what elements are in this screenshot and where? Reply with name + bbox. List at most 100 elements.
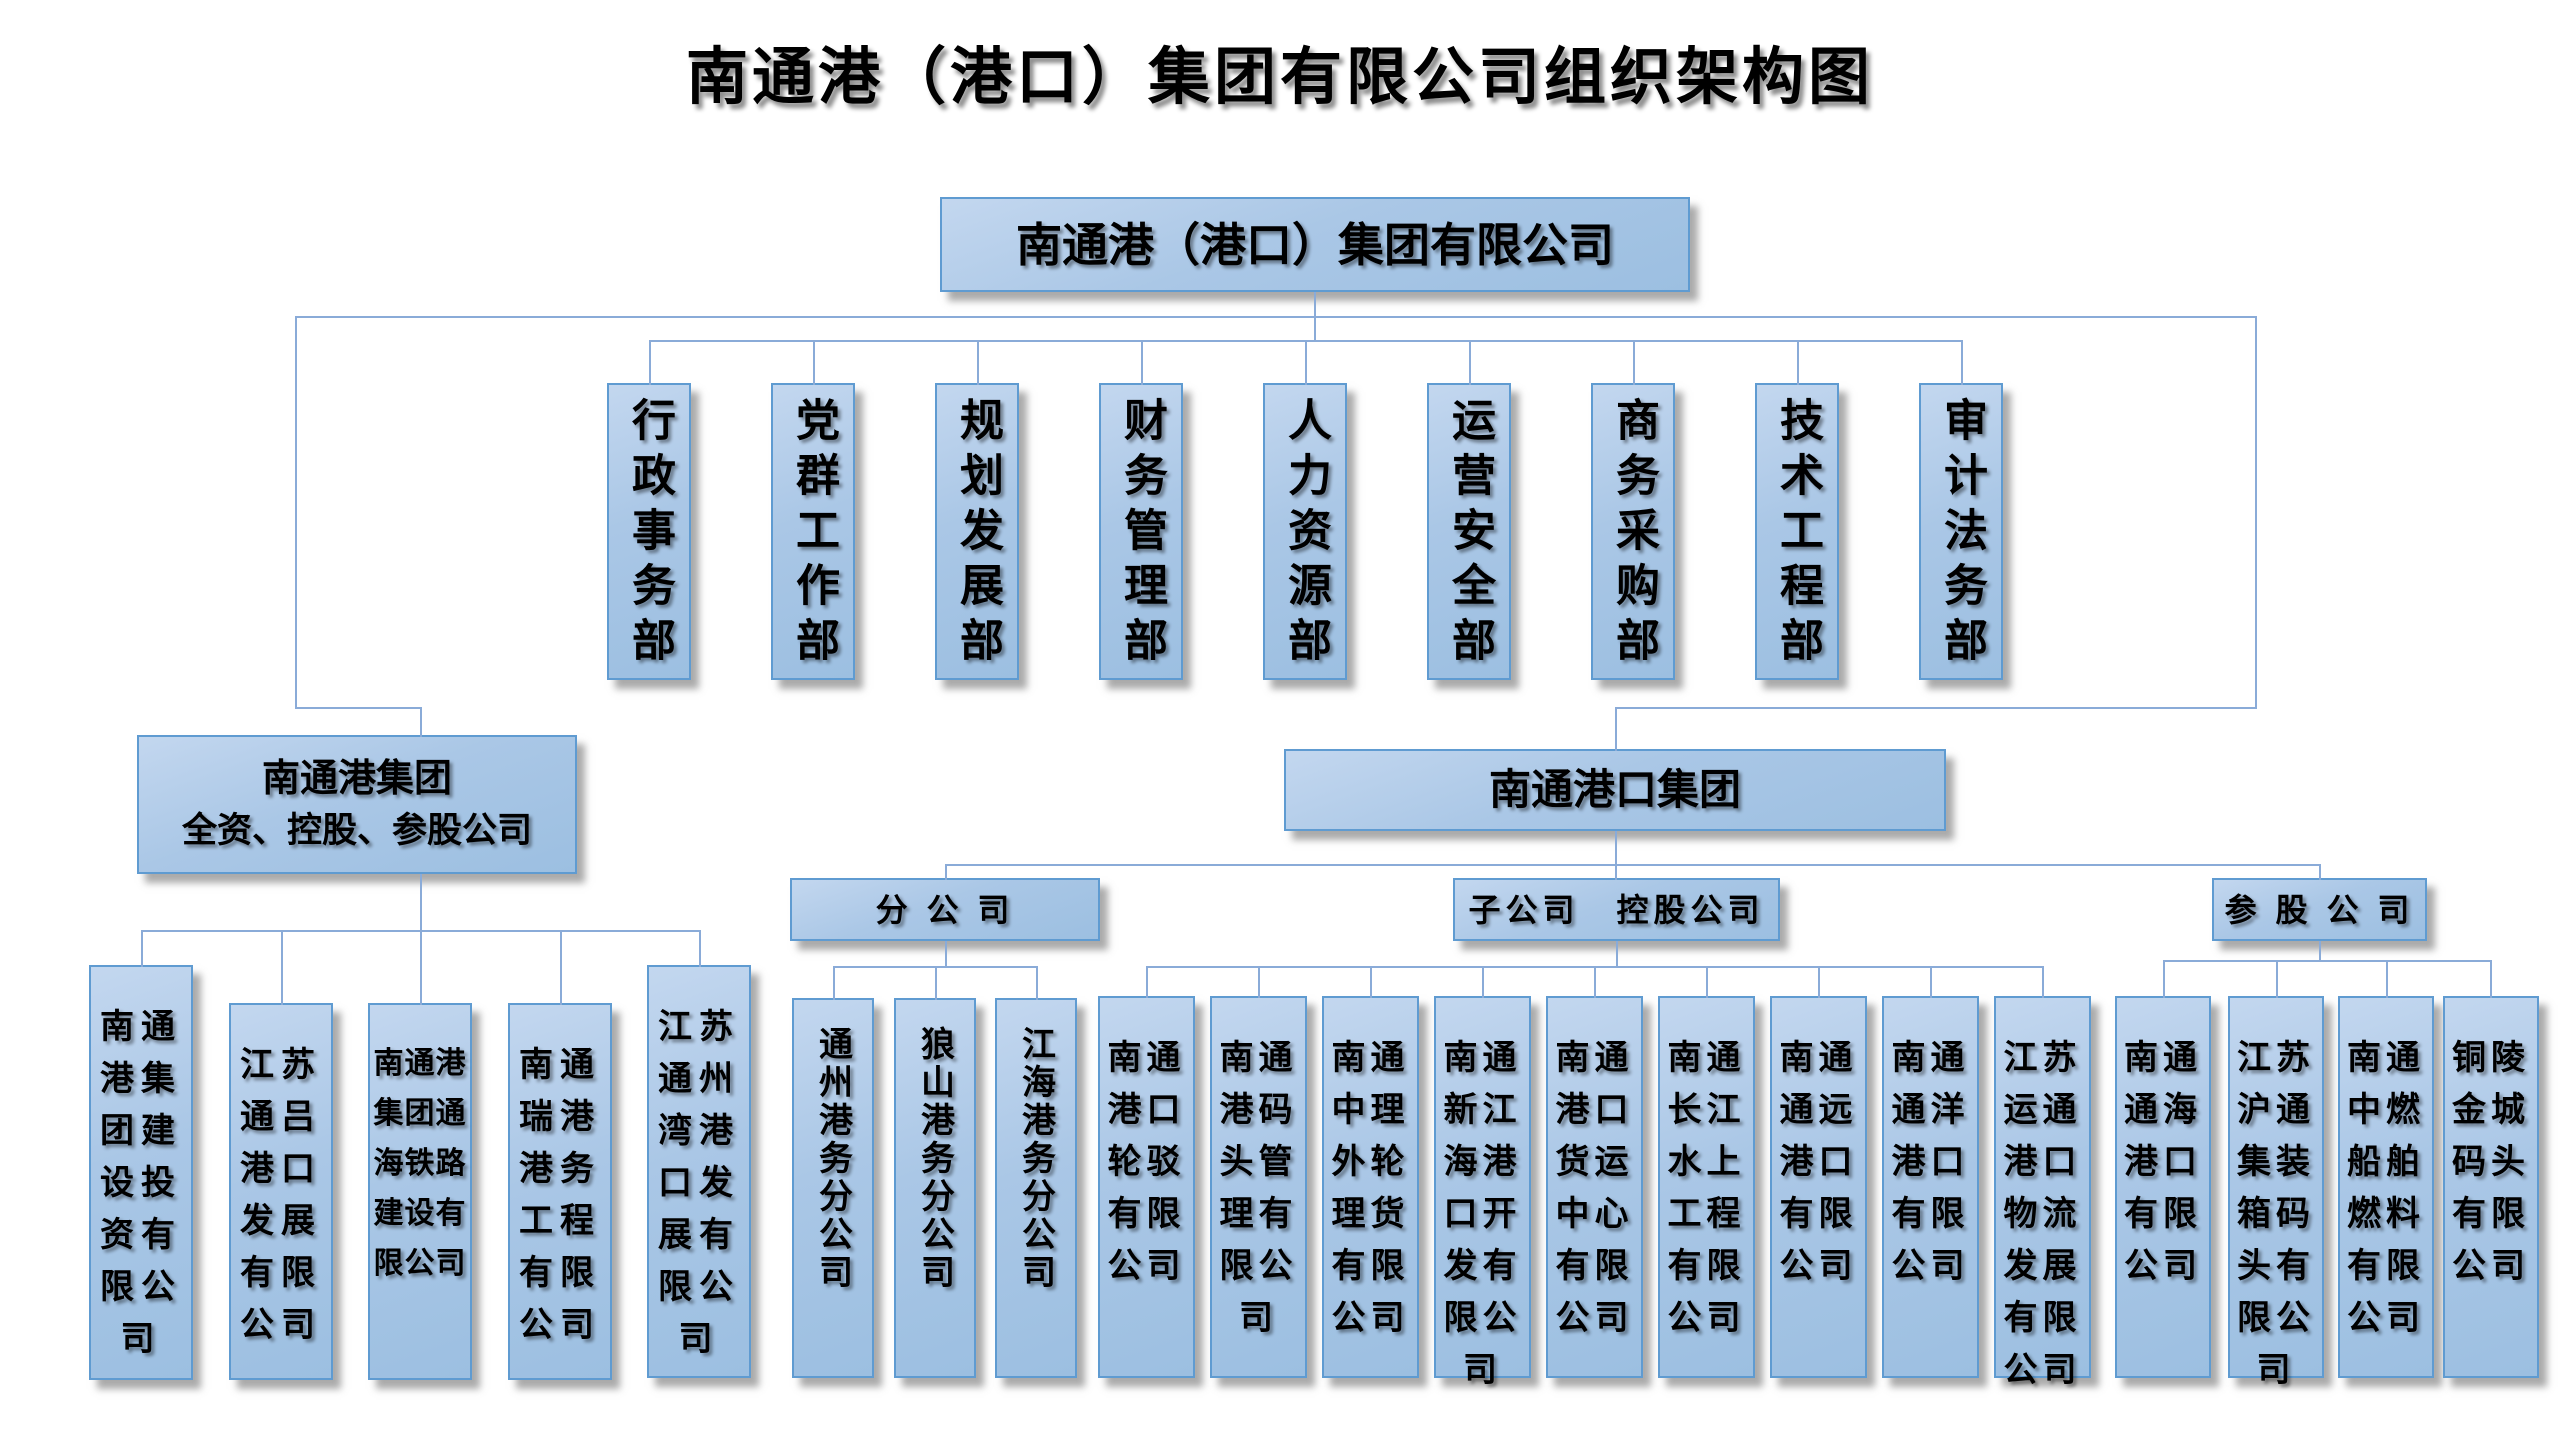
connector-line bbox=[813, 340, 815, 385]
connector-line bbox=[1594, 966, 1596, 998]
dept-name: 财务管理部 bbox=[1117, 397, 1166, 672]
connector-line bbox=[295, 316, 297, 709]
company-name: 南通 中理 外轮 理货 有限 公司 bbox=[1331, 1039, 1410, 1337]
connector-line bbox=[295, 316, 2257, 318]
connector-line bbox=[649, 340, 651, 385]
page-title: 南通港（港口）集团有限公司组织架构图 bbox=[685, 43, 1874, 112]
connector-line bbox=[1258, 966, 1260, 998]
company-box: 通州港务分公司 bbox=[792, 998, 874, 1378]
connector-line bbox=[2386, 960, 2388, 998]
company-name: 南通 港口 轮驳 有限 公司 bbox=[1107, 1039, 1186, 1285]
company-box: 南通 新江 海港 口开 发有 限公 司 bbox=[1434, 996, 1531, 1389]
connector-line bbox=[2319, 941, 2321, 962]
left-parent-box: 南通港集团 全资、控股、参股公司 bbox=[137, 735, 577, 874]
connector-line bbox=[141, 930, 143, 967]
connector-line bbox=[2163, 960, 2491, 962]
right-parent-box: 南通港口集团 bbox=[1284, 749, 1946, 831]
company-box: 南通 港码 头管 理有 限公 司 bbox=[1210, 996, 1307, 1378]
company-name: 江海港务分公司 bbox=[1016, 1026, 1055, 1292]
connector-line bbox=[1930, 966, 1932, 998]
group-header-zigongsi: 子公司 控股公司 bbox=[1453, 878, 1780, 941]
connector-line bbox=[1482, 966, 1484, 998]
connector-line bbox=[977, 340, 979, 385]
connector-line bbox=[1305, 340, 1307, 385]
connector-line bbox=[1616, 941, 1618, 968]
company-name: 南通 长江 水上 工程 有限 公司 bbox=[1667, 1039, 1746, 1337]
connector-line bbox=[560, 930, 562, 1005]
company-box: 南通 港集 团建 设投 资有 限公 司 bbox=[89, 965, 193, 1380]
dept-name: 审计法务部 bbox=[1937, 397, 1986, 672]
company-name: 通州港务分公司 bbox=[813, 1026, 852, 1292]
company-name: 江苏 通吕 港口 发展 有限 公司 bbox=[240, 1046, 322, 1344]
company-name: 南通 通远 港口 有限 公司 bbox=[1779, 1039, 1858, 1285]
company-name: 江苏 通州 湾港 口发 展有 限公 司 bbox=[658, 1008, 740, 1358]
company-box: 江苏 通州 湾港 口发 展有 限公 司 bbox=[647, 965, 751, 1378]
connector-line bbox=[833, 966, 835, 1000]
company-box: 铜陵 金城 码头 有限 公司 bbox=[2443, 996, 2539, 1378]
dept-name: 规划发展部 bbox=[953, 397, 1002, 672]
root-company-box: 南通港（港口）集团有限公司 bbox=[940, 197, 1690, 292]
connector-line bbox=[2490, 960, 2492, 998]
company-name: 南通 瑞港 港务 工程 有限 公司 bbox=[519, 1046, 601, 1344]
connector-line bbox=[420, 707, 422, 737]
company-name: 江苏 运通 港口 物流 发展 有限 公司 bbox=[2003, 1039, 2082, 1389]
company-name: 南通港 集团通 海铁路 建设有 限公司 bbox=[373, 1047, 467, 1280]
dept-name: 行政事务部 bbox=[625, 397, 674, 672]
connector-line bbox=[1469, 340, 1471, 385]
company-name: 狼山港务分公司 bbox=[915, 1026, 954, 1292]
connector-line bbox=[1818, 966, 1820, 998]
connector-line bbox=[420, 874, 422, 932]
dept-name: 商务采购部 bbox=[1609, 397, 1658, 672]
company-name: 江苏 沪通 集装 箱码 头有 限公 司 bbox=[2237, 1039, 2315, 1389]
dept-name: 人力资源部 bbox=[1281, 397, 1330, 672]
company-box: 江海港务分公司 bbox=[995, 998, 1077, 1378]
company-box: 南通 通远 港口 有限 公司 bbox=[1770, 996, 1867, 1378]
company-name: 南通 中燃 船舶 燃料 有限 公司 bbox=[2347, 1039, 2425, 1337]
company-box: 南通 瑞港 港务 工程 有限 公司 bbox=[508, 1003, 612, 1380]
group-label: 参 股 公 司 bbox=[2224, 892, 2415, 928]
dept-name: 技术工程部 bbox=[1773, 397, 1822, 672]
company-name: 铜陵 金城 码头 有限 公司 bbox=[2452, 1039, 2530, 1285]
connector-line bbox=[1615, 831, 1617, 866]
dept-box-jishu: 技术工程部 bbox=[1755, 383, 1839, 680]
company-box: 南通港 集团通 海铁路 建设有 限公司 bbox=[368, 1003, 472, 1380]
left-parent-subtitle: 全资、控股、参股公司 bbox=[181, 811, 532, 850]
dept-box-dangqun: 党群工作部 bbox=[771, 383, 855, 680]
root-company-name: 南通港（港口）集团有限公司 bbox=[1016, 219, 1614, 271]
connector-line bbox=[1961, 340, 1963, 385]
left-parent-title: 南通港集团 bbox=[261, 758, 452, 800]
company-name: 南通 港码 头管 理有 限公 司 bbox=[1219, 1039, 1298, 1337]
dept-box-guihua: 规划发展部 bbox=[935, 383, 1019, 680]
company-name: 南通 通洋 港口 有限 公司 bbox=[1891, 1039, 1970, 1285]
connector-line bbox=[2276, 960, 2278, 998]
right-parent-title: 南通港口集团 bbox=[1488, 766, 1741, 813]
company-box: 南通 中燃 船舶 燃料 有限 公司 bbox=[2338, 996, 2434, 1378]
connector-line bbox=[1797, 340, 1799, 385]
company-box: 南通 港口 货运 中心 有限 公司 bbox=[1546, 996, 1643, 1378]
connector-line bbox=[1615, 707, 2257, 709]
company-box: 江苏 沪通 集装 箱码 头有 限公 司 bbox=[2228, 996, 2324, 1389]
dept-name: 党群工作部 bbox=[789, 397, 838, 672]
dept-box-xingzheng: 行政事务部 bbox=[607, 383, 691, 680]
connector-line bbox=[1706, 966, 1708, 998]
dept-box-yunying: 运营安全部 bbox=[1427, 383, 1511, 680]
connector-line bbox=[1370, 966, 1372, 998]
connector-line bbox=[945, 941, 947, 968]
connector-line bbox=[935, 966, 937, 1000]
connector-line bbox=[295, 707, 422, 709]
company-name: 南通 新江 海港 口开 发有 限公 司 bbox=[1443, 1039, 1522, 1389]
company-box: 南通 中理 外轮 理货 有限 公司 bbox=[1322, 996, 1419, 1378]
company-box: 南通 港口 轮驳 有限 公司 bbox=[1098, 996, 1195, 1378]
connector-line bbox=[699, 930, 701, 967]
connector-line bbox=[945, 864, 2321, 866]
dept-box-shenji: 审计法务部 bbox=[1919, 383, 2003, 680]
company-box: 江苏 通吕 港口 发展 有限 公司 bbox=[229, 1003, 333, 1380]
company-name: 南通 港口 货运 中心 有限 公司 bbox=[1555, 1039, 1634, 1337]
dept-box-caiwu: 财务管理部 bbox=[1099, 383, 1183, 680]
connector-line bbox=[2163, 960, 2165, 998]
dept-box-renli: 人力资源部 bbox=[1263, 383, 1347, 680]
dept-box-shangwu: 商务采购部 bbox=[1591, 383, 1675, 680]
group-header-fengongsi: 分 公 司 bbox=[790, 878, 1100, 941]
connector-line bbox=[1146, 966, 1148, 998]
